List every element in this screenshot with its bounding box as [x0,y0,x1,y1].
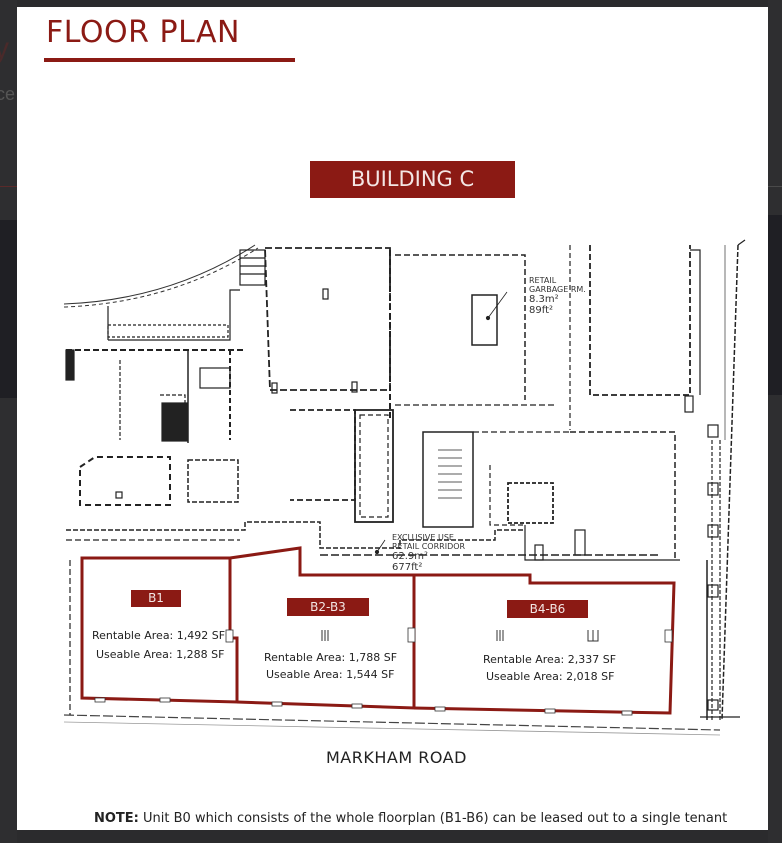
unit-b1-badge[interactable]: B1 [131,590,181,607]
background-divider [768,186,782,187]
unit-b4-b6-useable-area: Useable Area: 2,018 SF [486,670,615,683]
title-underline [44,58,295,62]
page-title: FLOOR PLAN [46,15,240,50]
building-label: BUILDING C [310,161,515,198]
floor-plan-drawing [63,239,746,736]
garbage-room-annotation: RETAIL GARBAGE RM. 8.3m² 89ft² [529,276,586,316]
annotation-line: RETAIL CORRIDOR [392,542,466,551]
unit-b4-b6-rentable-area: Rentable Area: 2,337 SF [483,653,617,666]
unit-b1-useable-area: Useable Area: 1,288 SF [96,648,225,661]
background-left-strip: y ce [0,0,17,843]
retail-corridor-annotation: EXCLUSIVE USE RETAIL CORRIDOR 62.9m² 677… [392,533,465,573]
unit-b4-b6-badge[interactable]: B4-B6 [507,600,588,618]
annotation-area-metric: 62.9m² [392,551,429,562]
annotation-line: EXCLUSIVE USE [392,533,454,542]
note-label: NOTE: [94,811,139,826]
background-ghost-text: ce [0,84,16,104]
annotation-area-imperial: 89ft² [529,305,553,316]
note-text: Unit B0 which consists of the whole floo… [138,811,728,826]
annotation-line: GARBAGE RM. [529,285,586,294]
footnote: NOTE: Unit B0 which consists of the whol… [94,811,727,826]
background-image [0,220,17,398]
annotation-area-imperial: 677ft² [392,562,423,573]
background-image [768,215,782,395]
floor-plan-modal: FLOOR PLAN BUILDING C [17,7,768,830]
background-divider [0,186,17,187]
unit-b2-b3-rentable-area: Rentable Area: 1,788 SF [264,651,398,664]
annotation-area-metric: 8.3m² [529,294,559,305]
background-ghost-heading: y [0,32,9,65]
street-label: MARKHAM ROAD [326,748,467,767]
unit-b2-b3-badge[interactable]: B2-B3 [287,598,369,616]
unit-b2-b3-useable-area: Useable Area: 1,544 SF [266,668,395,681]
annotation-line: RETAIL [529,276,557,285]
background-right-strip [768,0,782,843]
unit-b1-rentable-area: Rentable Area: 1,492 SF [92,629,226,642]
